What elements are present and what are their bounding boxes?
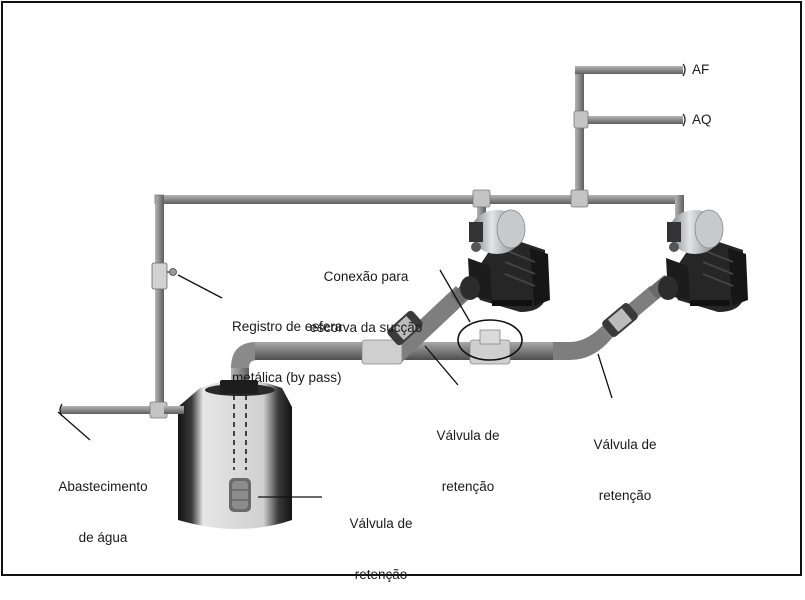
check-valve-icon (602, 303, 638, 337)
check-valve-center-line2: retenção (441, 479, 495, 494)
water-supply-line1: Abastecimento (58, 479, 148, 494)
priming-connection-line2: escorva da sucção (309, 320, 423, 335)
piping-diagram (57, 63, 748, 529)
water-supply-label: Abastecimento de água (38, 444, 168, 563)
leader-lines (57, 269, 613, 498)
check-valve-icon (387, 310, 423, 346)
check-valve-right-line2: retenção (598, 488, 652, 503)
check-valve-center-line1: Válvula de (436, 428, 500, 443)
foot-valve-label: Válvula de retenção (326, 481, 436, 600)
check-valve-right-line1: Válvula de (593, 437, 657, 452)
aq-label: AQ (692, 112, 712, 127)
foot-valve-line1: Válvula de (349, 516, 413, 531)
check-valve-center-label: Válvula de retenção (418, 393, 518, 512)
af-label: AF (692, 62, 710, 77)
pump-icon (658, 209, 748, 312)
priming-connection-line1: Conexão para (323, 269, 409, 284)
priming-connection-label: Conexão para escorva da sucção (296, 234, 436, 353)
water-supply-line2: de água (78, 530, 128, 545)
discharge-pipes (59, 63, 686, 419)
ball-valve-line2: metálica (by pass) (232, 370, 342, 385)
tank-icon (164, 380, 292, 529)
foot-valve-line2: retenção (354, 567, 408, 582)
ball-valve-label: Registro de esfera metálica (by pass) (232, 284, 342, 403)
check-valve-right-label: Válvula de retenção (575, 402, 675, 521)
diagram-frame (1, 1, 802, 576)
ball-valve-icon (151, 262, 177, 290)
ball-valve-line1: Registro de esfera (232, 319, 343, 334)
priming-highlight-circle (457, 319, 523, 361)
pump-icon (460, 209, 550, 312)
